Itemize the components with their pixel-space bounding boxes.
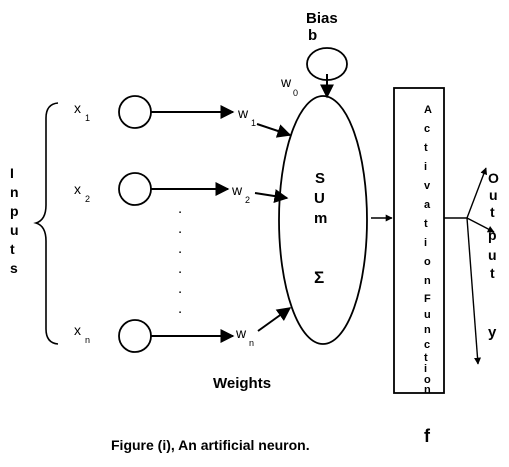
figure-caption: Figure (i), An artificial neuron. [111, 437, 310, 453]
weights-label: Weights [213, 375, 271, 392]
activation-symbol: f [424, 426, 431, 446]
activation-function-box [393, 87, 445, 394]
inputs-label: I n p u t s [10, 165, 19, 276]
weight-1-subscript: 1 [251, 118, 256, 128]
summation-symbol: Σ [314, 268, 324, 287]
summation-letter-m: m [314, 210, 327, 227]
svg-text:i: i [424, 161, 427, 173]
svg-text:i: i [424, 237, 427, 249]
weight-2-subscript: 2 [245, 195, 250, 205]
bias-label: Bias [306, 10, 338, 27]
weight-n-subscript: n [249, 338, 254, 348]
weight-1-label: w [237, 105, 249, 121]
svg-text:.: . [178, 300, 182, 317]
svg-text:.: . [178, 200, 182, 217]
input-1-node [118, 95, 152, 129]
weight-n-arrow [257, 307, 292, 332]
svg-text:c: c [424, 123, 430, 135]
input-n-label: x [74, 322, 81, 338]
summation-node [278, 95, 368, 345]
input-1-subscript: 1 [85, 113, 90, 123]
weight-n-label: w [235, 325, 247, 341]
input-n-node [118, 319, 152, 353]
svg-text:t: t [490, 204, 495, 220]
bias-symbol: b [308, 27, 317, 44]
svg-text:s: s [10, 260, 18, 276]
summation-letter-u: U [314, 190, 325, 207]
svg-text:n: n [10, 184, 19, 200]
svg-text:v: v [424, 180, 431, 192]
svg-text:.: . [178, 280, 182, 297]
svg-text:n: n [424, 324, 431, 336]
input-2-subscript: 2 [85, 194, 90, 204]
input-2-label: x [74, 181, 81, 197]
svg-text:.: . [178, 220, 182, 237]
input-ellipsis: . . . . . . [178, 200, 182, 317]
input-1-label: x [74, 100, 81, 116]
svg-text:n: n [424, 384, 431, 396]
svg-text:u: u [489, 187, 498, 203]
summation-letter-s: S [315, 170, 325, 187]
svg-text:.: . [178, 240, 182, 257]
svg-text:c: c [424, 339, 430, 351]
output-symbol: y [488, 324, 497, 341]
svg-text:.: . [178, 260, 182, 277]
output-label: O u t p u t [488, 170, 499, 281]
svg-text:I: I [10, 165, 14, 181]
bias-weight-subscript: 0 [293, 88, 298, 98]
weight-2-arrow [254, 189, 289, 203]
svg-text:o: o [424, 256, 431, 268]
input-2-node [118, 172, 152, 206]
svg-text:a: a [424, 199, 431, 211]
svg-text:t: t [424, 352, 428, 364]
svg-text:u: u [488, 247, 497, 263]
svg-text:u: u [10, 222, 19, 238]
svg-text:p: p [10, 203, 19, 219]
input-n: x n w n [74, 307, 292, 353]
activation-function-label: A c t i v a t i o n F u n c t i o n [424, 104, 432, 396]
input-n-subscript: n [85, 335, 90, 345]
output-arrow-down [466, 217, 482, 365]
svg-text:O: O [488, 170, 499, 186]
output-arrow-right [466, 217, 495, 233]
output-arrow-up [466, 167, 488, 219]
bias-weight: w [280, 74, 292, 90]
svg-text:t: t [424, 218, 428, 230]
svg-text:t: t [424, 142, 428, 154]
weight-2-label: w [231, 182, 243, 198]
svg-text:F: F [424, 293, 431, 305]
svg-text:o: o [424, 374, 431, 386]
inputs-brace [33, 102, 59, 345]
svg-text:i: i [424, 363, 427, 375]
svg-text:t: t [490, 265, 495, 281]
svg-text:u: u [424, 309, 431, 321]
svg-text:t: t [10, 241, 15, 257]
weight-1-arrow [256, 123, 292, 138]
input-2: x 2 w 2 [74, 172, 289, 206]
svg-text:A: A [424, 104, 432, 116]
svg-text:n: n [424, 275, 431, 287]
input-1: x 1 w 1 [74, 95, 292, 138]
svg-text:p: p [488, 227, 497, 243]
